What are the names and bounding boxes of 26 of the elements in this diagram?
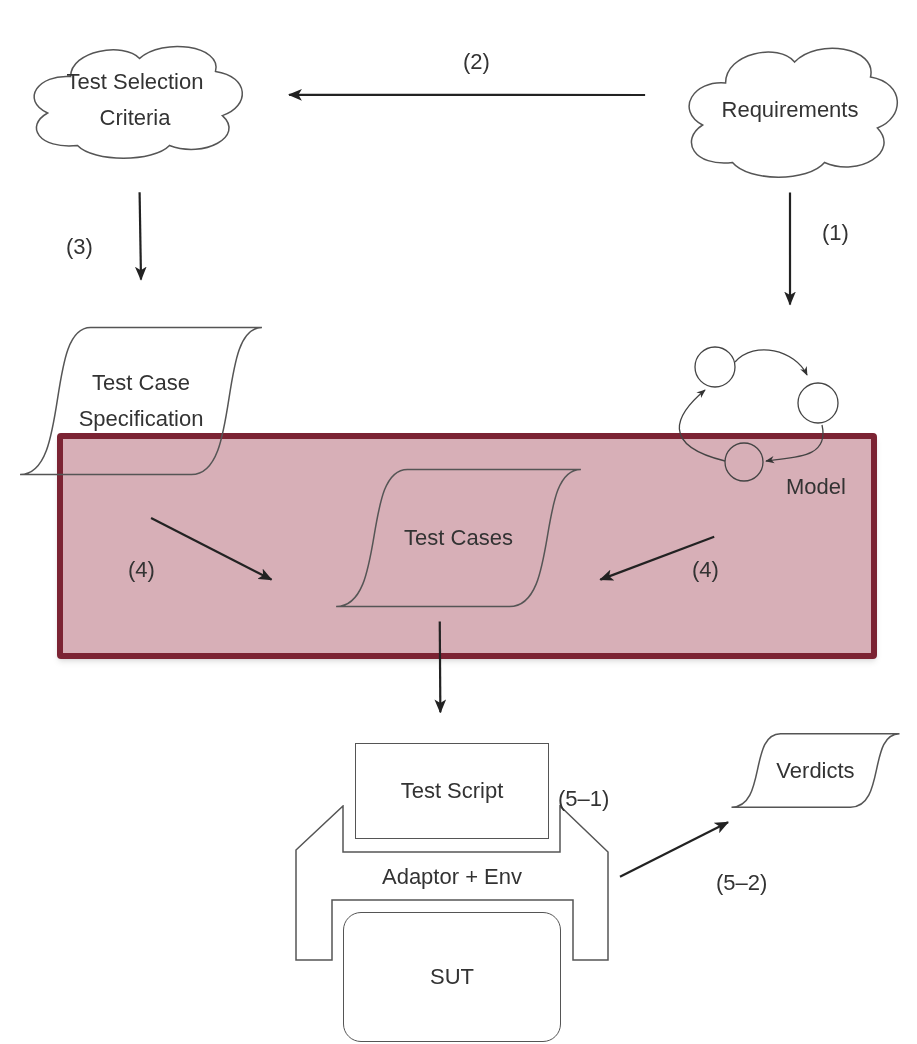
arrow bbox=[599, 535, 715, 581]
edge-label: (4) bbox=[692, 556, 719, 584]
arrow bbox=[287, 88, 646, 101]
arrow bbox=[434, 621, 447, 714]
edge-label: (4) bbox=[128, 556, 155, 584]
process-box bbox=[355, 743, 549, 839]
edge-label: (3) bbox=[66, 233, 93, 261]
node-text: Test Script bbox=[400, 777, 504, 805]
highlight-box bbox=[57, 433, 877, 659]
arrow bbox=[784, 192, 796, 306]
edge-label: (5–2) bbox=[716, 869, 768, 897]
node-text: Adaptor + Env bbox=[381, 863, 522, 891]
node-text: Verdicts bbox=[776, 756, 855, 785]
arrow bbox=[134, 192, 147, 281]
arrow bbox=[150, 517, 273, 581]
edge-label: (2) bbox=[463, 48, 490, 76]
node-text: Test Selection Criteria bbox=[65, 68, 205, 132]
node-caption: Model bbox=[786, 473, 846, 501]
edge-label: (1) bbox=[822, 219, 849, 247]
rounded-box bbox=[343, 912, 561, 1042]
node-text: Requirements bbox=[721, 96, 859, 124]
arrow bbox=[619, 821, 730, 878]
step-label: (5–1) bbox=[558, 785, 610, 813]
node-text: Test Case Specification bbox=[77, 369, 205, 433]
node-text: SUT bbox=[430, 963, 474, 991]
node-text: Test Cases bbox=[404, 524, 513, 552]
